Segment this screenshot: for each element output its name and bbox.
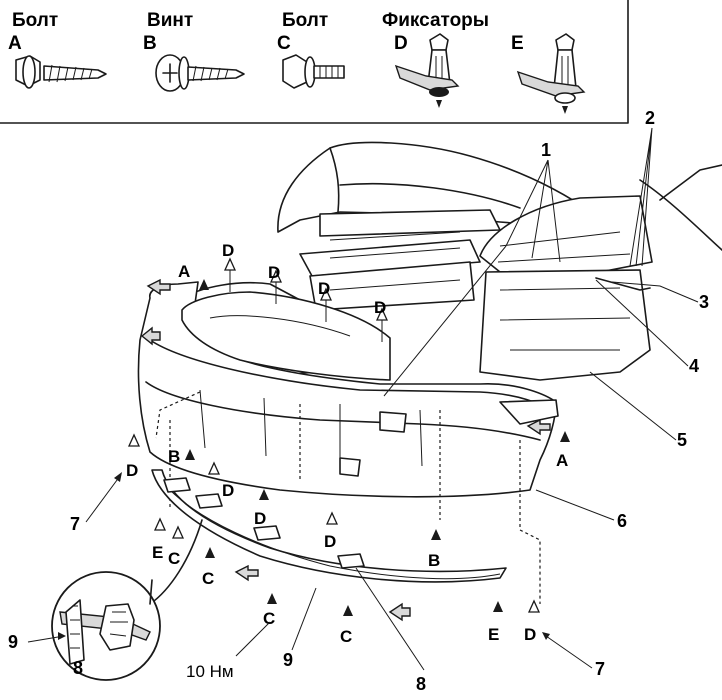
arrow-left-icon xyxy=(234,564,259,582)
callout-5: 5 xyxy=(677,430,687,450)
svg-text:A: A xyxy=(178,262,190,281)
marker-d-6: D xyxy=(208,462,234,500)
direction-arrows xyxy=(140,278,551,622)
legend-item-d: Фиксаторы D xyxy=(382,10,489,108)
legend-title-b: Винт xyxy=(147,10,193,31)
marker-d-5: D xyxy=(126,434,140,480)
marker-c-2: C xyxy=(202,547,215,588)
legend-title-a: Болт xyxy=(12,10,58,31)
legend-letter-b: B xyxy=(143,33,157,54)
svg-text:A: A xyxy=(556,451,568,470)
callout-9-detail: 9 xyxy=(8,632,18,652)
flange-bolt-icon xyxy=(282,54,345,89)
legend-letter-a: A xyxy=(8,33,22,54)
marker-c-3: C xyxy=(263,593,277,628)
callout-9-bottom: 9 xyxy=(283,650,293,670)
marker-d-1: D xyxy=(222,241,236,292)
legend-frame xyxy=(0,0,629,124)
clip-fastener-icon xyxy=(394,33,460,108)
legend-letter-d: D xyxy=(394,33,408,54)
marker-e-2: E xyxy=(488,601,503,644)
svg-text:C: C xyxy=(263,609,275,628)
bracket-left xyxy=(163,477,365,569)
marker-b-1: B xyxy=(168,447,195,466)
svg-text:D: D xyxy=(524,625,536,644)
detail-magnifier xyxy=(51,571,161,681)
svg-text:B: B xyxy=(428,551,440,570)
callout-labels: 1 2 3 4 5 6 7 7 8 8 9 9 10 Нм xyxy=(8,108,709,694)
legend-item-b: Винт B xyxy=(143,10,245,92)
callout-6: 6 xyxy=(617,511,627,531)
svg-text:E: E xyxy=(152,543,163,562)
callout-3: 3 xyxy=(699,292,709,312)
marker-d-7: D xyxy=(254,489,269,528)
callout-1: 1 xyxy=(541,140,551,160)
legend-letter-c: C xyxy=(277,33,291,54)
callout-2: 2 xyxy=(645,108,655,128)
marker-d-8: D xyxy=(324,512,338,551)
arrow-left-icon xyxy=(526,418,551,436)
fastener-markers: D D D D A A D xyxy=(126,241,570,646)
marker-a-left: A xyxy=(178,262,209,290)
clip-fastener-icon xyxy=(516,33,586,114)
flange-bolt-self-tapping-icon xyxy=(15,55,107,89)
marker-d-9: D xyxy=(524,600,540,644)
svg-text:B: B xyxy=(168,447,180,466)
marker-e-1: E xyxy=(152,518,166,562)
bumper-lower-strip xyxy=(149,469,507,605)
svg-text:D: D xyxy=(254,509,266,528)
svg-text:D: D xyxy=(268,263,280,282)
svg-text:C: C xyxy=(340,627,352,646)
marker-a-right: A xyxy=(556,431,570,470)
marker-d-4: D xyxy=(374,298,388,342)
fastener-legend: Болт A Винт B Болт C xyxy=(0,0,629,124)
svg-text:D: D xyxy=(222,241,234,260)
legend-item-a: Болт A xyxy=(8,10,107,89)
legend-letter-e: E xyxy=(511,33,524,54)
svg-text:E: E xyxy=(488,625,499,644)
washer-screw-icon xyxy=(155,54,245,92)
svg-text:D: D xyxy=(374,298,386,317)
bumper-cover xyxy=(137,281,559,604)
svg-text:C: C xyxy=(202,569,214,588)
svg-text:D: D xyxy=(222,481,234,500)
svg-text:C: C xyxy=(168,549,180,568)
legend-title-d: Фиксаторы xyxy=(382,10,489,31)
marker-c-1: C xyxy=(168,526,184,568)
svg-text:D: D xyxy=(126,461,138,480)
svg-text:D: D xyxy=(318,279,330,298)
callout-7-right: 7 xyxy=(595,659,605,679)
marker-d-3: D xyxy=(318,279,332,322)
legend-title-c: Болт xyxy=(282,10,328,31)
callout-8-detail: 8 xyxy=(73,658,83,678)
callout-4: 4 xyxy=(689,356,699,376)
marker-b-2: B xyxy=(428,529,441,570)
torque-label: 10 Нм xyxy=(186,662,234,681)
arrow-left-icon xyxy=(140,326,161,346)
arrow-left-icon xyxy=(146,278,171,296)
legend-item-e: E xyxy=(511,33,586,114)
leader-lines xyxy=(27,127,699,671)
svg-text:D: D xyxy=(324,532,336,551)
marker-d-2: D xyxy=(268,263,282,304)
marker-c-4: C xyxy=(340,605,353,646)
legend-item-c: Болт C xyxy=(277,10,345,89)
callout-8-bottom: 8 xyxy=(416,674,426,694)
arrow-left-icon xyxy=(388,602,411,622)
callout-7-left: 7 xyxy=(70,514,80,534)
